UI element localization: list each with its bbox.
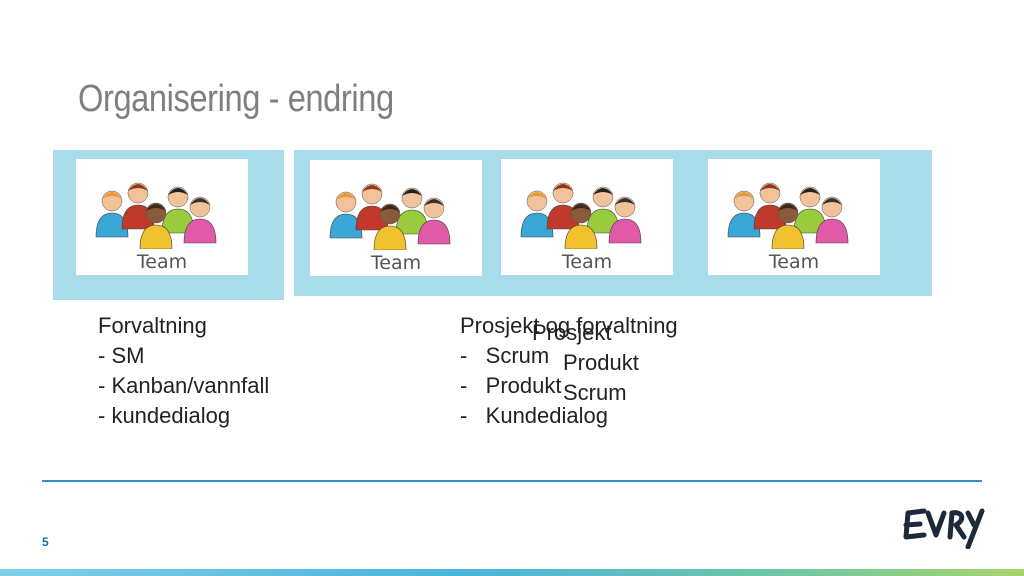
person-figure	[395, 187, 429, 235]
team-card: Team	[501, 159, 673, 275]
footer-divider	[42, 480, 982, 482]
person-figure	[520, 190, 554, 238]
team-people-icon	[329, 183, 451, 250]
team-label: Team	[370, 252, 422, 274]
person-figure	[329, 191, 363, 239]
overlay-item: Prosjekt	[532, 320, 612, 345]
left-item: - SM	[98, 343, 145, 368]
team-people-icon	[95, 182, 217, 249]
team-label: Team	[561, 251, 613, 273]
person-figure	[373, 203, 407, 250]
person-figure	[161, 186, 195, 234]
person-figure	[183, 196, 217, 244]
person-figure	[564, 202, 598, 249]
right-heading: Prosjekt og forvaltning	[460, 313, 678, 338]
person-figure	[727, 190, 761, 238]
overlay-item: Produkt	[563, 350, 639, 375]
team-card: Team	[310, 160, 482, 276]
page-number: 5	[42, 535, 49, 549]
evry-logo	[902, 503, 986, 554]
overlay-item: Scrum	[563, 380, 627, 405]
right-text-block: Prosjekt og forvaltning - Scrum - Produk…	[460, 311, 678, 431]
person-figure	[815, 196, 849, 244]
footer-color-bar	[0, 569, 1024, 576]
right-item: - Scrum	[460, 343, 550, 368]
slide-title: Organisering - endring	[78, 78, 394, 120]
team-people-icon	[727, 182, 849, 249]
person-figure	[793, 186, 827, 234]
left-item: - kundedialog	[98, 403, 231, 428]
left-text-block: Forvaltning - SM - Kanban/vannfall - kun…	[98, 311, 269, 431]
evry-logo-icon	[903, 508, 985, 550]
team-people-icon	[520, 182, 642, 249]
left-item: - Kanban/vannfall	[98, 373, 270, 398]
person-figure	[608, 196, 642, 244]
left-heading: Forvaltning	[98, 313, 207, 338]
person-figure	[586, 186, 620, 234]
team-label: Team	[768, 251, 820, 273]
person-figure	[139, 202, 173, 249]
person-figure	[417, 197, 451, 245]
right-item: - Kundedialog	[460, 403, 608, 428]
right-item: - Produkt	[460, 373, 562, 398]
person-figure	[95, 190, 129, 238]
person-figure	[771, 202, 805, 249]
team-card: Team	[708, 159, 880, 275]
overlay-text-block: Prosjekt Produkt Scrum	[532, 318, 639, 408]
team-label: Team	[136, 251, 188, 273]
team-card: Team	[76, 159, 248, 275]
